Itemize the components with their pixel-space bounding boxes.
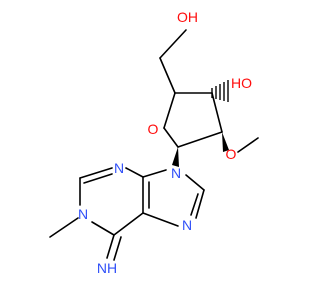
atom-hydroxymethyl-oh: OH [177, 9, 198, 25]
atom-purine-n7: N [182, 217, 192, 233]
atom-methoxy-oxygen: O [226, 146, 237, 162]
atom-purine-n3: N [114, 160, 124, 176]
bond-c4p-n9 [142, 169, 167, 178]
bond-ring-o-c4 [163, 92, 176, 129]
bond-oh-ch2 [159, 29, 187, 59]
atom-hydroxyl-oh: HO [231, 75, 252, 91]
bond-c8-n7 [195, 189, 205, 219]
bond-c3-c2 [211, 92, 223, 133]
bond-c1-ring-o [163, 127, 179, 148]
bond-n3-c2p [79, 167, 113, 179]
atom-imino-nh: NH [97, 260, 117, 276]
bond-n3-c2p-double [83, 173, 113, 184]
wedge-c2-methoxy-o [222, 132, 229, 152]
bond-n7-c5 [142, 212, 179, 227]
structure-diagram: OH HO O O N N N N NH [49, 9, 259, 276]
bond-c6-c5 [113, 212, 144, 236]
bond-methoxy-o-ch3 [237, 137, 259, 153]
bond-c2-c1 [177, 131, 223, 148]
bond-c6-nh-double [113, 236, 122, 261]
bond-c4p-n3 [125, 167, 144, 178]
bond-c6-nh [106, 234, 115, 259]
bond-n9-c8 [185, 174, 205, 191]
bond-ch2-c4 [159, 57, 176, 94]
atom-purine-n1: N [78, 206, 88, 222]
bond-n1-methyl [49, 217, 79, 238]
atom-ring-oxygen: O [148, 121, 159, 137]
bond-c8-n7-double [190, 193, 199, 216]
atom-purine-n9: N [171, 165, 181, 181]
hashed-wedge-c3-oh [211, 80, 229, 102]
bond-n1-c6 [91, 221, 115, 236]
molecule-canvas: OH HO O O N N N N NH [49, 9, 259, 276]
wedge-c1-n9 [172, 147, 179, 167]
